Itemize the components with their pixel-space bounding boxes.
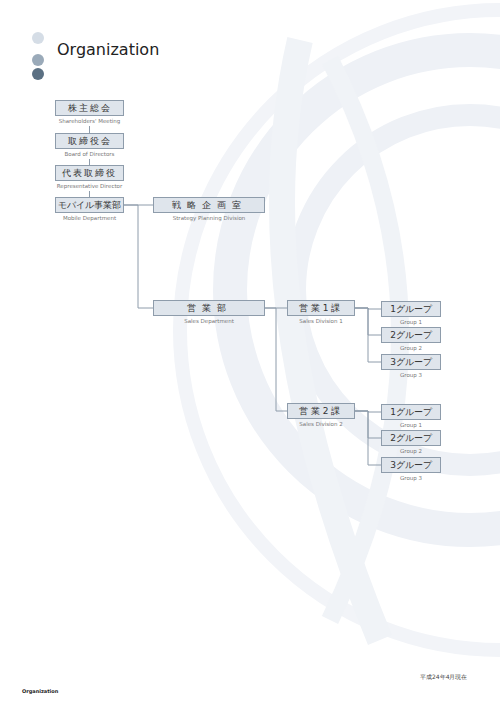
org-box: 営業部 <box>153 300 265 316</box>
unit-name: 代表取締役 <box>62 168 117 178</box>
org-box: 2グループ <box>381 430 441 446</box>
english-name: Mobile Department <box>63 215 116 222</box>
unit-name: 2グループ <box>390 330 432 340</box>
org-connector <box>89 126 90 133</box>
english-name: Group 3 <box>400 372 422 379</box>
org-connector <box>355 308 381 362</box>
org-node: 営業部 Sales Department <box>153 300 265 326</box>
org-box: 営業2課 <box>287 403 355 419</box>
english-name: Shareholders' Meeting <box>59 118 121 125</box>
unit-name: 3グループ <box>390 357 432 367</box>
org-box: 営業1課 <box>287 300 355 316</box>
deco-dot <box>32 32 44 44</box>
org-connector <box>355 411 381 465</box>
org-box: 取締役会 <box>55 133 124 149</box>
org-node: 2グループ Group 2 <box>381 327 441 353</box>
org-node: 取締役会 Board of Directors <box>55 133 124 159</box>
unit-name: 取締役会 <box>68 136 112 146</box>
org-node: 3グループ Group 3 <box>381 354 441 380</box>
org-node: 株主総会 Shareholders' Meeting <box>55 100 124 126</box>
unit-name: 戦略企画室 <box>172 200 247 210</box>
english-name: Group 1 <box>400 319 422 326</box>
deco-dot <box>32 54 44 66</box>
org-node: 代表取締役 Representative Director <box>55 165 124 191</box>
org-node: 営業2課 Sales Division 2 <box>287 403 355 429</box>
org-connector <box>265 308 287 411</box>
english-name: Sales Division 2 <box>299 421 342 428</box>
org-box: 3グループ <box>381 354 441 370</box>
org-box: 戦略企画室 <box>153 197 265 213</box>
org-box: 1グループ <box>381 301 441 317</box>
english-name: Sales Department <box>184 318 234 325</box>
org-box: 1グループ <box>381 404 441 420</box>
unit-name: 株主総会 <box>68 103 112 113</box>
unit-name: 3グループ <box>390 460 432 470</box>
deco-dot <box>32 68 44 80</box>
org-node: 営業1課 Sales Division 1 <box>287 300 355 326</box>
org-node: 3グループ Group 3 <box>381 457 441 483</box>
english-name: Sales Division 1 <box>299 318 342 325</box>
unit-name: 営業部 <box>187 303 232 313</box>
english-name: Representative Director <box>57 183 122 190</box>
unit-name: 2グループ <box>390 433 432 443</box>
org-box: 2グループ <box>381 327 441 343</box>
unit-name: 1グループ <box>390 407 432 417</box>
english-name: Group 2 <box>400 345 422 352</box>
org-box: モバイル事業部 <box>55 197 124 213</box>
unit-name: モバイル事業部 <box>58 200 121 210</box>
swirl-arcs <box>180 10 500 650</box>
org-node: モバイル事業部 Mobile Department <box>55 197 124 223</box>
org-node: 2グループ Group 2 <box>381 430 441 456</box>
english-name: Group 1 <box>400 422 422 429</box>
org-box: 代表取締役 <box>55 165 124 181</box>
note-label: Organization <box>22 688 58 694</box>
org-box: 株主総会 <box>55 100 124 116</box>
page-title: Organization <box>57 40 159 59</box>
org-node: 1グループ Group 1 <box>381 404 441 430</box>
unit-name: 営業1課 <box>299 303 344 313</box>
unit-name: 1グループ <box>390 304 432 314</box>
english-name: Group 2 <box>400 448 422 455</box>
org-connector <box>124 205 153 308</box>
unit-name: 営業2課 <box>299 406 344 416</box>
org-box: 3グループ <box>381 457 441 473</box>
english-name: Group 3 <box>400 475 422 482</box>
org-node: 1グループ Group 1 <box>381 301 441 327</box>
english-name: Strategy Planning Division <box>173 215 246 222</box>
note-label: 平成24年4月現在 <box>420 673 467 682</box>
org-node: 戦略企画室 Strategy Planning Division <box>153 197 265 223</box>
english-name: Board of Directors <box>65 151 115 158</box>
